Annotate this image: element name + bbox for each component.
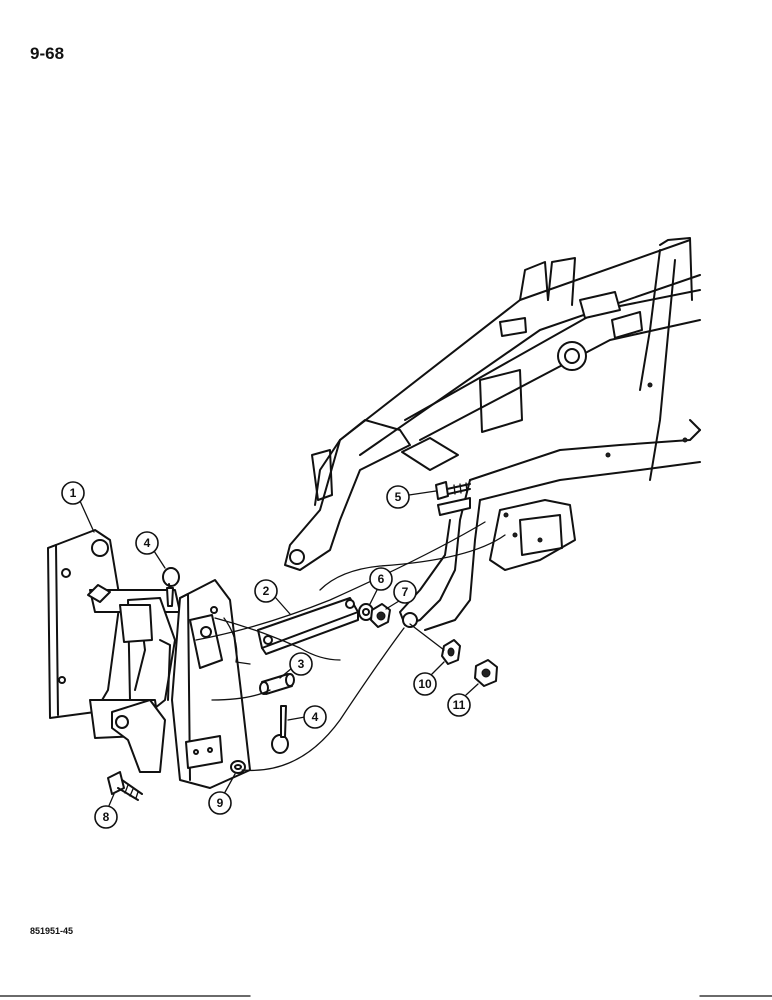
callout-5: 5 bbox=[386, 485, 437, 509]
callout-4-lower: 4 bbox=[287, 705, 327, 729]
svg-text:1: 1 bbox=[70, 486, 77, 500]
svg-text:6: 6 bbox=[378, 572, 385, 586]
callout-10: 10 bbox=[413, 661, 445, 696]
svg-text:2: 2 bbox=[263, 584, 270, 598]
svg-text:3: 3 bbox=[298, 657, 305, 671]
svg-text:11: 11 bbox=[453, 698, 466, 712]
part-4-lynch-pin-upper bbox=[162, 567, 180, 607]
callout-4-upper: 4 bbox=[135, 531, 166, 569]
callout-6: 6 bbox=[369, 567, 393, 605]
part-1-coupler-frame bbox=[47, 529, 251, 789]
part-9-washer bbox=[230, 760, 246, 774]
loader-frame bbox=[284, 237, 701, 631]
svg-text:4: 4 bbox=[144, 536, 151, 550]
part-5-bolt bbox=[435, 481, 471, 516]
callouts: 1 2 3 4 4 bbox=[61, 481, 479, 829]
callout-11: 11 bbox=[447, 683, 479, 717]
part-3-pin bbox=[259, 673, 295, 695]
part-4-lynch-pin-lower bbox=[271, 705, 289, 754]
svg-text:7: 7 bbox=[402, 585, 409, 599]
svg-text:10: 10 bbox=[418, 677, 432, 691]
part-10-washer bbox=[441, 639, 461, 665]
callout-7: 7 bbox=[385, 580, 417, 610]
part-11-nut bbox=[474, 659, 498, 687]
part-8-bolt bbox=[107, 771, 143, 801]
svg-text:8: 8 bbox=[103, 810, 110, 824]
part-7-nut bbox=[370, 603, 391, 628]
assembly-lines bbox=[195, 521, 506, 772]
callout-2: 2 bbox=[254, 579, 291, 615]
svg-text:5: 5 bbox=[395, 490, 402, 504]
part-2-link-bar bbox=[257, 597, 359, 655]
callout-3: 3 bbox=[279, 652, 313, 679]
page-number: 9-68 bbox=[30, 44, 65, 63]
svg-text:9: 9 bbox=[217, 796, 224, 810]
svg-text:4: 4 bbox=[312, 710, 319, 724]
document-code: 851951-45 bbox=[30, 926, 74, 936]
callout-9: 9 bbox=[208, 773, 236, 815]
callout-8: 8 bbox=[94, 793, 118, 829]
callout-1: 1 bbox=[61, 481, 95, 533]
